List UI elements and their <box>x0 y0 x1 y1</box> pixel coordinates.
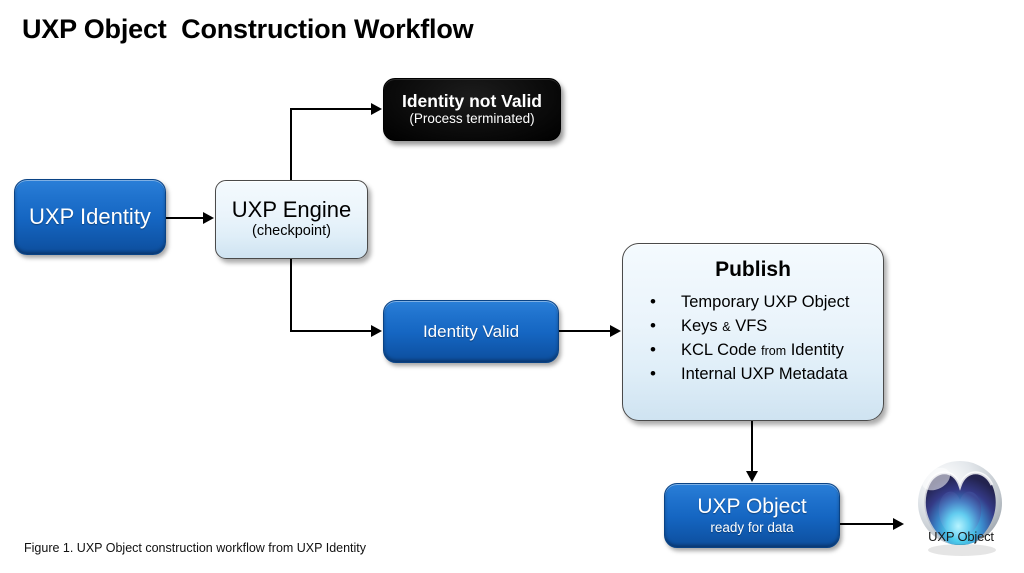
node-identity-valid[interactable]: Identity Valid <box>383 300 559 363</box>
uxp-object-logo-graphic <box>918 461 1002 556</box>
connector-valid-to-publish <box>559 330 613 332</box>
node-uxp-engine[interactable]: UXP Engine (checkpoint) <box>215 180 368 259</box>
node-identity-not-valid-sublabel: (Process terminated) <box>409 111 535 127</box>
publish-bullet-item: KCL Code from Identity <box>647 338 873 363</box>
publish-bullet-text: Temporary UXP Object <box>681 293 850 311</box>
publish-bullet-item: Keys & VFS <box>647 314 873 339</box>
arrowhead-engine-to-valid <box>371 325 382 337</box>
publish-bullet-text: VFS <box>730 316 768 335</box>
node-identity-not-valid-label: Identity not Valid <box>401 90 542 111</box>
node-identity-not-valid[interactable]: Identity not Valid (Process terminated) <box>383 78 561 141</box>
node-publish-title: Publish <box>715 258 791 281</box>
uxp-object-logo: UXP Object <box>908 455 1014 559</box>
connector-identity-to-engine <box>166 217 205 219</box>
figure-caption: Figure 1. UXP Object construction workfl… <box>24 541 367 555</box>
node-uxp-object[interactable]: UXP Object ready for data <box>664 483 840 548</box>
publish-bullet-text: Keys <box>681 316 723 335</box>
publish-bullet-item: Temporary UXP Object <box>647 290 873 315</box>
publish-bullet-text: KCL Code <box>681 340 762 359</box>
node-uxp-engine-sublabel: (checkpoint) <box>252 223 331 240</box>
publish-bullet-text: Identity <box>786 340 844 359</box>
page-title: UXP Object Construction Workflow <box>22 14 474 44</box>
node-uxp-identity-label: UXP Identity <box>29 203 151 229</box>
connector-engine-up-vertical <box>290 109 292 181</box>
publish-bullet-item: Internal UXP Metadata <box>647 362 873 387</box>
connector-uxp-object-to-logo <box>840 523 896 525</box>
arrowhead-identity-to-engine <box>203 212 214 224</box>
publish-bullet-text: & <box>722 319 731 334</box>
arrowhead-uxp-object-to-logo <box>893 518 904 530</box>
arrowhead-valid-to-publish <box>610 325 621 337</box>
connector-engine-to-valid <box>290 330 373 332</box>
connector-publish-to-uxp-object <box>751 421 753 473</box>
node-publish[interactable]: Publish Temporary UXP ObjectKeys & VFSKC… <box>622 243 884 421</box>
connector-engine-to-not-valid <box>290 108 373 110</box>
node-publish-bullet-list: Temporary UXP ObjectKeys & VFSKCL Code f… <box>633 290 873 387</box>
node-uxp-object-sublabel: ready for data <box>710 519 794 535</box>
arrowhead-engine-to-not-valid <box>371 103 382 115</box>
node-uxp-engine-label: UXP Engine <box>231 197 352 223</box>
node-uxp-object-label: UXP Object <box>697 495 807 519</box>
arrowhead-publish-to-uxp-object <box>746 471 758 482</box>
node-identity-valid-label: Identity Valid <box>422 321 520 341</box>
node-uxp-identity[interactable]: UXP Identity <box>14 179 166 255</box>
publish-bullet-text: Internal UXP Metadata <box>681 364 848 383</box>
connector-engine-down-vertical <box>290 258 292 332</box>
publish-bullet-text: from <box>761 343 787 358</box>
uxp-object-logo-caption: UXP Object <box>928 529 994 544</box>
